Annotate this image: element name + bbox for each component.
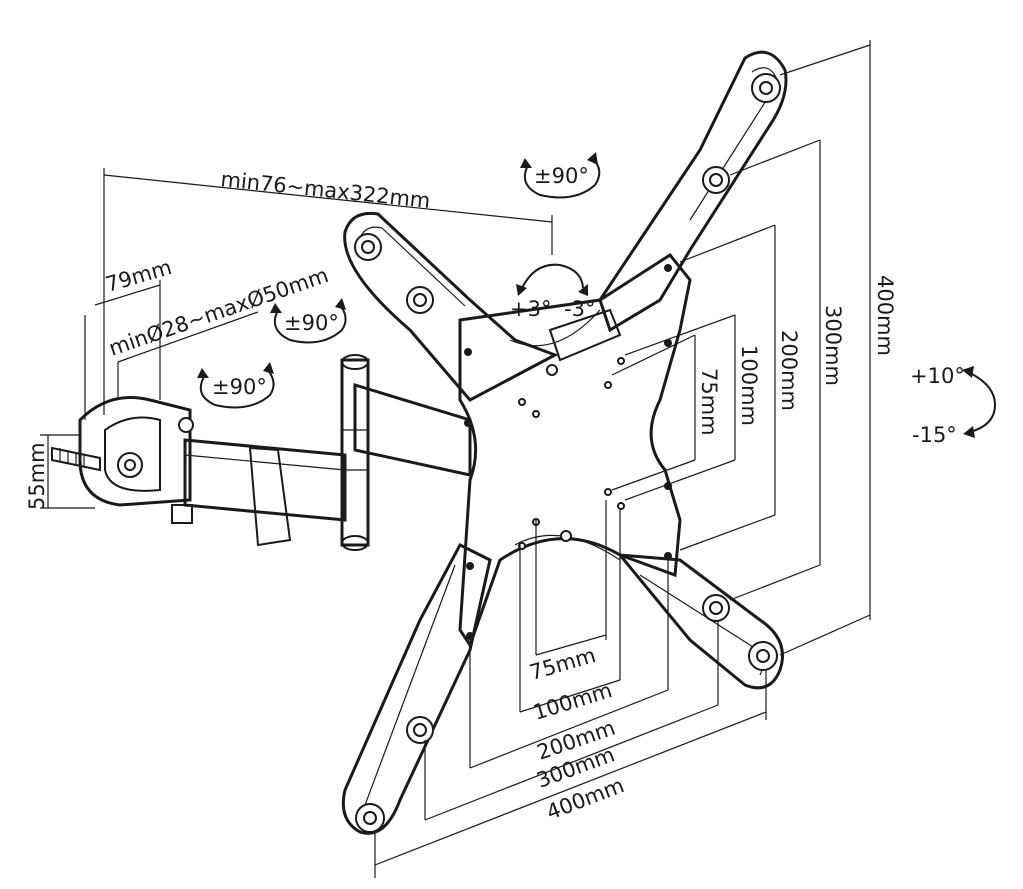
clamp-ring	[78, 396, 192, 507]
arm-bar	[183, 438, 347, 522]
dimension-lines	[40, 40, 871, 878]
plate-center	[458, 253, 692, 649]
label-swivel-arm2: ±90°	[212, 375, 267, 399]
label-tilt-down: -15°	[912, 423, 957, 447]
label-v400: 400mm	[873, 275, 897, 356]
plate-arm-upper-right	[598, 50, 788, 333]
tilt-arc	[967, 371, 997, 433]
swivel-arm1-arc	[274, 304, 347, 344]
label-h75: 75mm	[527, 643, 599, 685]
hinge-cylinder	[340, 358, 370, 547]
plate-arm-upper-left	[343, 211, 559, 402]
plate-arm-lower-left	[341, 543, 492, 835]
label-clamp-range: min76~max322mm	[219, 167, 431, 213]
labels: min76~max322mm 79mm minØ28~maxØ50mm 55mm…	[25, 164, 965, 825]
label-arm-offset: 79mm	[103, 255, 175, 297]
label-tilt-up: +10°	[910, 364, 965, 388]
label-v300: 300mm	[821, 305, 845, 386]
rotation-arrows	[197, 152, 997, 438]
vesa-plate	[341, 50, 788, 835]
arm-bar-2	[353, 382, 472, 477]
label-swivel-arm1: ±90°	[284, 311, 339, 335]
label-rotate-plus: +3°	[510, 297, 551, 321]
plate-arm-lower-right	[616, 553, 784, 690]
rotate-arc	[521, 263, 584, 289]
swing-arm	[183, 354, 472, 551]
label-v200: 200mm	[777, 330, 801, 411]
swivel-arm2-arc	[199, 369, 275, 409]
label-v100: 100mm	[737, 345, 761, 426]
label-swivel-top: ±90°	[534, 164, 589, 188]
pole-clamp	[51, 396, 194, 524]
label-v75: 75mm	[697, 368, 721, 436]
label-rotate-minus: -3°	[564, 297, 595, 321]
swivel-top-arc	[524, 157, 601, 199]
label-clamp-height: 55mm	[25, 442, 49, 510]
